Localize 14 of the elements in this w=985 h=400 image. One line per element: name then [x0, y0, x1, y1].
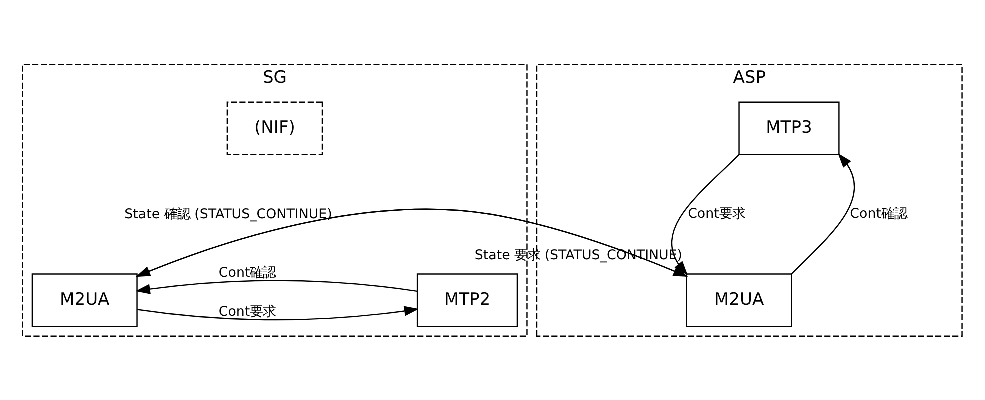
arrow: [136, 280, 418, 294]
arrow: [137, 306, 420, 320]
edge-label: Cont確認: [850, 206, 908, 222]
edge-label: State 確認 (STATUS_CONTINUE): [124, 207, 332, 222]
arrow: [791, 152, 855, 274]
edge-label: Cont要求: [688, 206, 746, 222]
node-box: M2UA: [686, 273, 792, 327]
arrow: [672, 154, 740, 276]
node-box: MTP3: [738, 101, 840, 155]
node-box: M2UA: [32, 273, 138, 327]
node-box: (NIF): [226, 101, 324, 155]
edge-label: Cont要求: [218, 304, 276, 320]
node-box: MTP2: [416, 273, 518, 327]
edge-label: Cont確認: [218, 265, 276, 280]
